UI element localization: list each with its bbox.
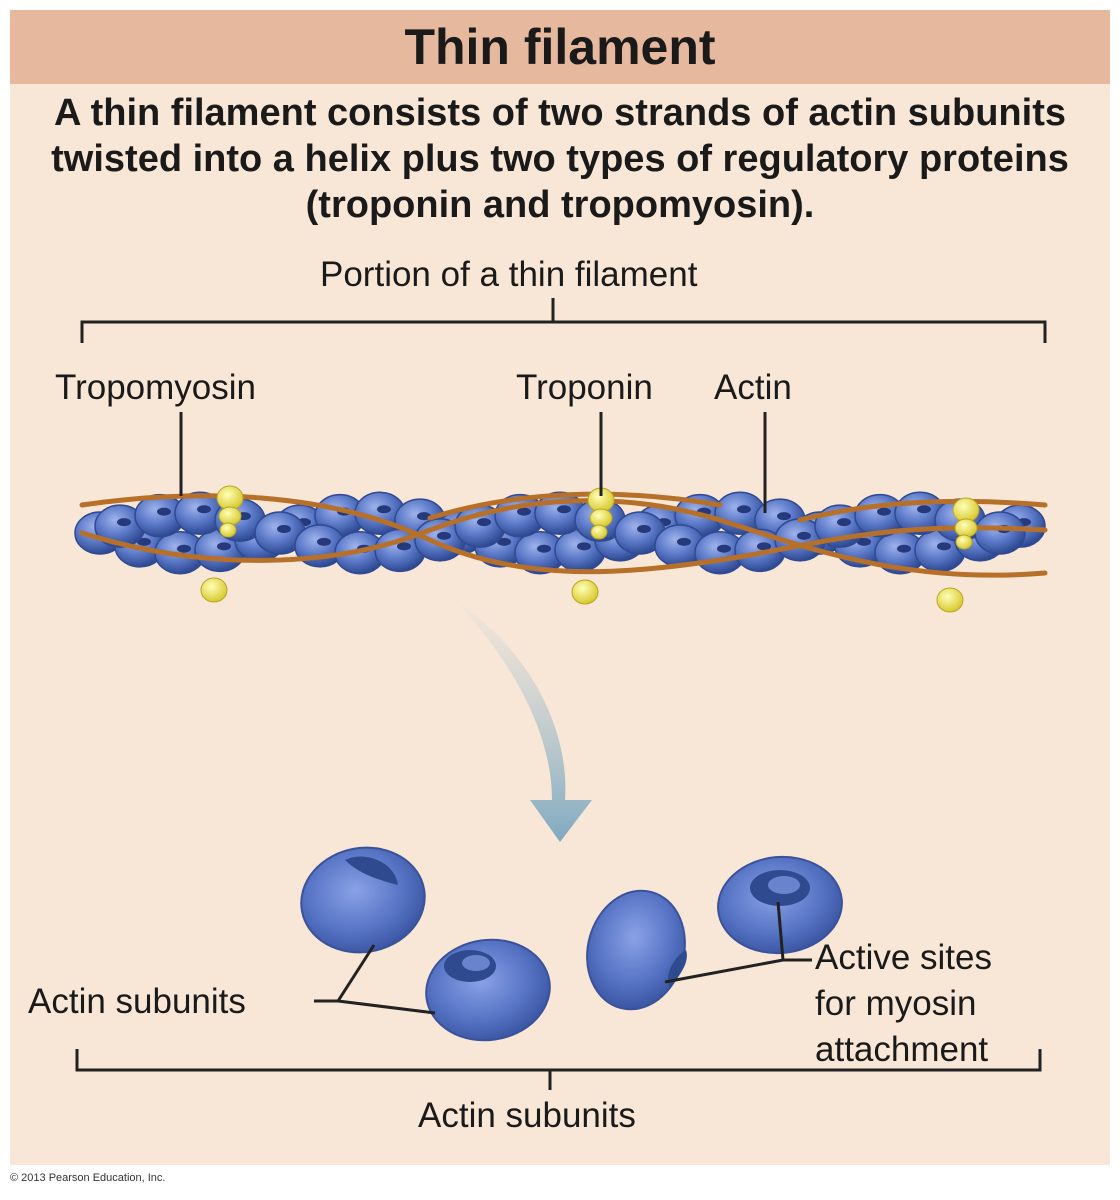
actin-subunits-bottom-label: Actin subunits [418, 1096, 636, 1135]
portion-label: Portion of a thin filament [320, 255, 698, 294]
actin-active-site [497, 537, 511, 546]
actin-label: Actin [714, 368, 792, 407]
troponin-part [954, 518, 978, 538]
actin-active-site [217, 542, 231, 551]
troponin-complexes [200, 485, 980, 613]
actin-active-site [557, 505, 571, 514]
troponin-part [216, 485, 244, 511]
tropomyosin-label: Tropomyosin [55, 368, 256, 407]
active-sites-label-line-1: Active sites [815, 938, 992, 977]
caption: A thin filament consists of two strands … [51, 92, 1069, 226]
actin-active-site [877, 507, 891, 516]
actin-active-site [577, 542, 591, 551]
diagram-background [10, 10, 1110, 1165]
tropomyosin-strands [79, 491, 1048, 578]
actin-active-site [437, 531, 451, 540]
actin-active-site [757, 542, 771, 551]
actin-active-site [317, 537, 331, 546]
actin-active-site [397, 542, 411, 551]
troponin-part [218, 506, 242, 526]
actin-active-site [897, 544, 911, 553]
active-sites-label-line-2: for myosin [815, 984, 977, 1023]
actin-active-site [777, 512, 791, 521]
actin-active-site [717, 544, 731, 553]
troponin-part [571, 579, 599, 605]
actin-subunit-1 [300, 846, 426, 954]
subunits-bracket [75, 1049, 1042, 1090]
portion-bracket [80, 298, 1047, 343]
actin-active-site [937, 542, 951, 551]
actin-active-site [117, 518, 131, 527]
actin-active-site [637, 525, 651, 533]
leader-lines-bottom [314, 901, 812, 1015]
actin-active-site [517, 507, 531, 516]
troponin-part [955, 534, 973, 550]
active-sites-label-line-3: attachment [815, 1030, 989, 1069]
leader-lines-top [179, 412, 767, 513]
page-title: Thin filament [404, 19, 716, 75]
actin-active-site [537, 544, 551, 553]
actin-active-site [797, 531, 811, 540]
actin-active-site [477, 518, 491, 527]
actin-subunit-3 [586, 889, 687, 1011]
actin-bead [974, 511, 1026, 555]
actin-active-site [857, 537, 871, 546]
magnify-arrow [455, 600, 592, 842]
troponin-part [590, 524, 608, 540]
actin-active-site [137, 537, 151, 546]
actin-subunit-2 [425, 938, 551, 1042]
troponin-part [936, 587, 964, 613]
troponin-part [952, 497, 980, 523]
actin-active-site [177, 544, 191, 553]
troponin-part [200, 577, 228, 603]
actin-active-site [377, 505, 391, 514]
actin-active-site [737, 505, 751, 514]
actin-active-site [157, 507, 171, 516]
troponin-part [219, 522, 237, 538]
title-bar [10, 10, 1110, 84]
actin-subunit-4 [717, 855, 843, 955]
actin-active-site [197, 505, 211, 514]
troponin-part [589, 508, 613, 528]
actin-active-site [837, 518, 851, 527]
troponin-label: Troponin [516, 368, 653, 407]
actin-active-site [277, 525, 291, 533]
actin-active-site [677, 537, 691, 546]
actin-active-site [417, 512, 431, 521]
actin-subunits-left-label: Actin subunits [28, 982, 246, 1021]
actin-active-site [917, 505, 931, 514]
copyright-notice: © 2013 Pearson Education, Inc. [10, 1172, 166, 1184]
